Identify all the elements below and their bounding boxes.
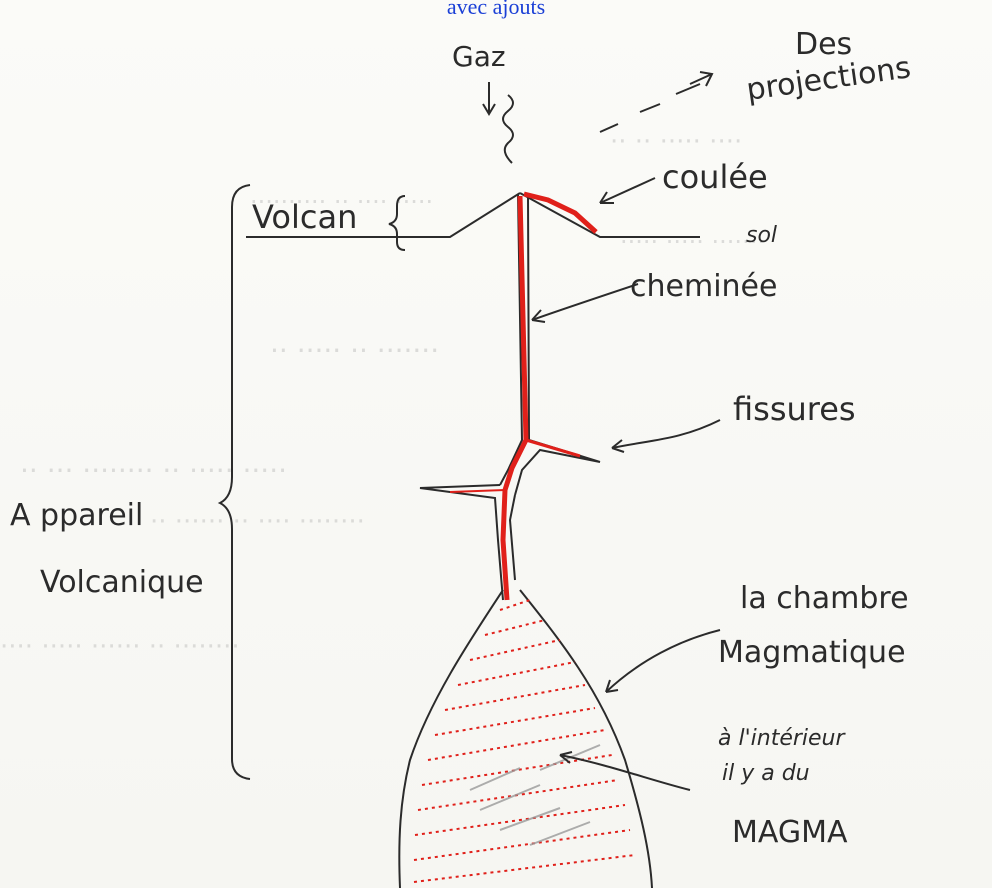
label-appareil-1: A ppareil xyxy=(10,498,143,533)
cheminee-arrow-icon xyxy=(532,284,638,320)
fissures-arrow-icon xyxy=(612,420,720,448)
chambre-arrow-icon xyxy=(606,630,720,692)
label-chambre-2: Magmatique xyxy=(718,635,906,670)
label-interieur-2: il y a du xyxy=(722,761,810,786)
svg-text:·· ····· ·· ·······: ·· ····· ·· ······· xyxy=(270,334,439,367)
caption: avec ajouts xyxy=(0,0,992,20)
fissure-left xyxy=(420,485,503,600)
lava-flow xyxy=(524,194,596,232)
gas-squiggle xyxy=(503,95,513,163)
label-magma: MAGMA xyxy=(732,815,848,850)
svg-text:···· ····· ······ ·· ········: ···· ····· ······ ·· ········ xyxy=(0,632,240,662)
coulee-arrow-icon xyxy=(600,178,655,203)
label-fissures: fissures xyxy=(733,390,856,428)
conduit-lower xyxy=(510,495,515,580)
projection-dashes xyxy=(600,84,700,132)
label-interieur-1: à l'intérieur xyxy=(718,726,846,751)
label-projections-1: Des xyxy=(795,27,852,62)
label-sol: sol xyxy=(746,223,777,248)
label-gaz: Gaz xyxy=(452,40,506,73)
label-coulee: coulée xyxy=(662,158,768,196)
svg-text:·· ··· ········ ·· ····· ····: ·· ··· ········ ·· ····· ····· xyxy=(20,454,287,487)
svg-text:·· ·· ····· ····: ·· ·· ····· ···· xyxy=(610,127,742,157)
label-cheminee: cheminée xyxy=(630,269,777,304)
magma-red-hatching xyxy=(414,600,635,882)
projection-arrow-icon xyxy=(690,72,712,86)
magma-in-chimney xyxy=(503,196,526,600)
svg-text:·· ······ ·· ···· ········: ·· ······ ·· ···· ········ xyxy=(150,507,365,537)
label-appareil-2: Volcanique xyxy=(40,565,204,600)
svg-text:····· ····· ·······: ····· ····· ······· xyxy=(620,228,765,256)
label-chambre-1: la chambre xyxy=(740,581,909,616)
label-volcan: Volcan xyxy=(252,198,357,236)
magma-in-fissure-left xyxy=(450,490,505,492)
